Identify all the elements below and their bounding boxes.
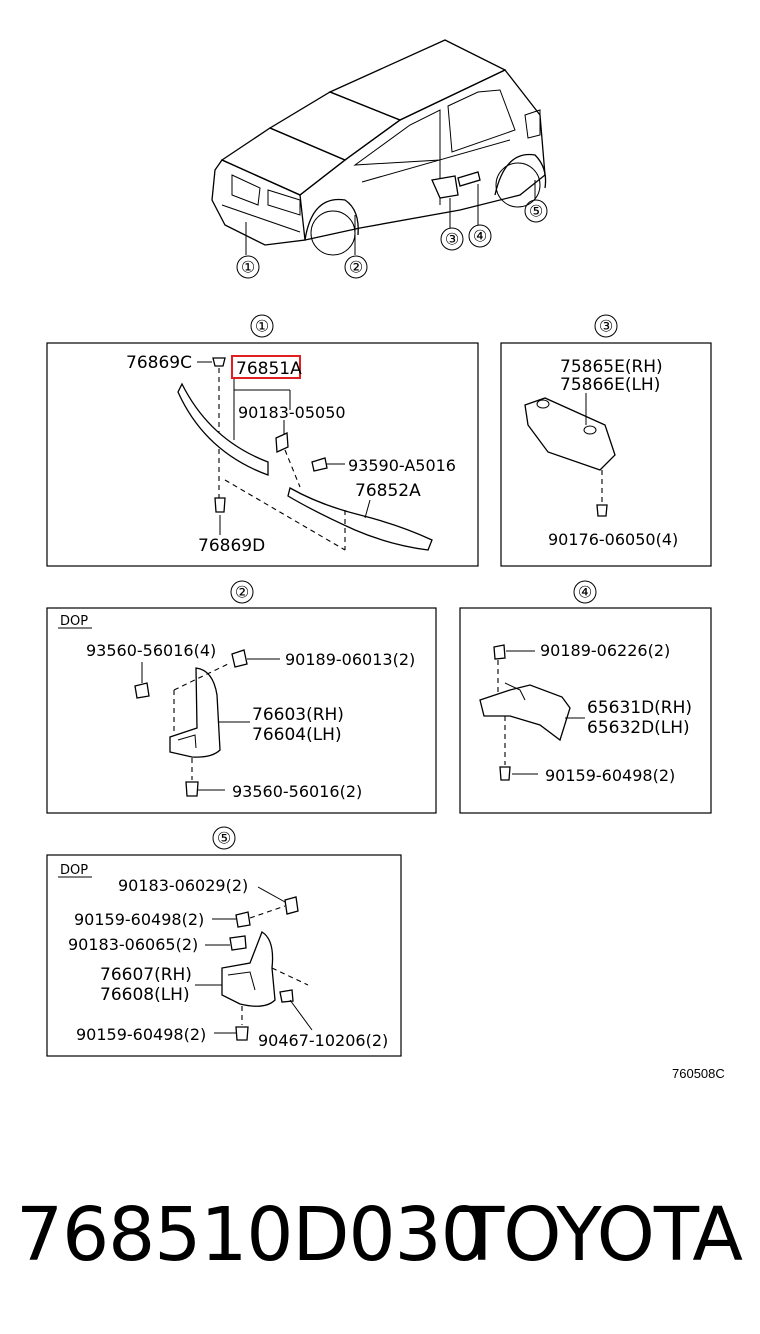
- dop-note: DOP: [60, 863, 88, 878]
- part-label-76607-RH[interactable]: 76607(RH): [100, 965, 192, 985]
- part-label-93560-56016-4[interactable]: 93560-56016(4): [86, 641, 216, 660]
- section-3-box: [500, 342, 712, 567]
- part-label-90189-06013[interactable]: 90189-06013(2): [285, 650, 415, 669]
- diagram-reference-code: 760508C: [672, 1066, 725, 1081]
- part-label-76603-RH[interactable]: 76603(RH): [252, 705, 344, 725]
- footer: 768510D030 TOYOTA: [0, 1190, 760, 1280]
- part-label-90176-06050[interactable]: 90176-06050(4): [548, 530, 678, 549]
- part-label-90159-60498-box4[interactable]: 90159-60498(2): [545, 766, 675, 785]
- part-label-65631D-RH[interactable]: 65631D(RH): [587, 698, 692, 718]
- car-illustration: [211, 39, 547, 256]
- part-label-90183-05050[interactable]: 90183-05050: [238, 403, 346, 422]
- section-number: ⑤: [217, 829, 231, 848]
- section-number: ③: [599, 317, 613, 336]
- section-number: ④: [578, 583, 592, 602]
- part-number: 768510D030: [16, 1192, 488, 1278]
- part-label-90189-06226[interactable]: 90189-06226(2): [540, 641, 670, 660]
- section-4-header: ④: [573, 580, 597, 604]
- section-2-parts: [134, 649, 280, 797]
- part-label-76869C[interactable]: 76869C: [126, 353, 192, 373]
- part-label-90183-06029[interactable]: 90183-06029(2): [118, 876, 248, 895]
- callout-number: ②: [349, 258, 363, 277]
- callout-number: ③: [445, 230, 459, 249]
- section-5-header: ⑤: [212, 826, 236, 850]
- section-5-parts: [195, 886, 313, 1041]
- highlight-box: [231, 355, 301, 379]
- part-label-75866E-LH[interactable]: 75866E(LH): [560, 375, 660, 395]
- part-label-76869D[interactable]: 76869D: [198, 536, 265, 556]
- car-callout-1: ①: [236, 255, 260, 279]
- callout-number: ④: [473, 227, 487, 246]
- dop-note: DOP: [60, 614, 88, 629]
- part-label-93560-56016-2[interactable]: 93560-56016(2): [232, 782, 362, 801]
- car-callout-5: ⑤: [524, 199, 548, 223]
- part-label-93590-A5016[interactable]: 93590-A5016: [348, 456, 456, 475]
- part-label-76851A-highlighted[interactable]: 76851A: [236, 359, 302, 379]
- section-number: ②: [235, 583, 249, 602]
- part-label-76852A[interactable]: 76852A: [355, 481, 421, 501]
- section-3-parts: [524, 393, 616, 517]
- section-5-box: [46, 854, 402, 1057]
- part-label-75865E-RH[interactable]: 75865E(RH): [560, 357, 663, 377]
- callout-number: ⑤: [529, 202, 543, 221]
- section-4-box: [459, 607, 712, 814]
- part-label-90159-60498-upper[interactable]: 90159-60498(2): [74, 910, 204, 929]
- car-callout-4: ④: [468, 224, 492, 248]
- car-callout-3: ③: [440, 227, 464, 251]
- section-2-box: [46, 607, 437, 814]
- section-2-header: ②: [230, 580, 254, 604]
- callout-number: ①: [241, 258, 255, 277]
- section-number: ①: [255, 317, 269, 336]
- section-1-header: ①: [250, 314, 274, 338]
- section-4-parts: [479, 644, 585, 781]
- part-label-90467-10206[interactable]: 90467-10206(2): [258, 1031, 388, 1050]
- part-label-90159-60498-lower[interactable]: 90159-60498(2): [76, 1025, 206, 1044]
- car-callout-2: ②: [344, 255, 368, 279]
- section-3-header: ③: [594, 314, 618, 338]
- part-label-76608-LH[interactable]: 76608(LH): [100, 985, 190, 1005]
- part-label-90183-06065[interactable]: 90183-06065(2): [68, 935, 198, 954]
- brand-name: TOYOTA: [459, 1192, 743, 1278]
- section-1-parts: [177, 357, 433, 551]
- section-1-box: [46, 342, 479, 567]
- part-label-65632D-LH[interactable]: 65632D(LH): [587, 718, 690, 738]
- part-label-76604-LH[interactable]: 76604(LH): [252, 725, 342, 745]
